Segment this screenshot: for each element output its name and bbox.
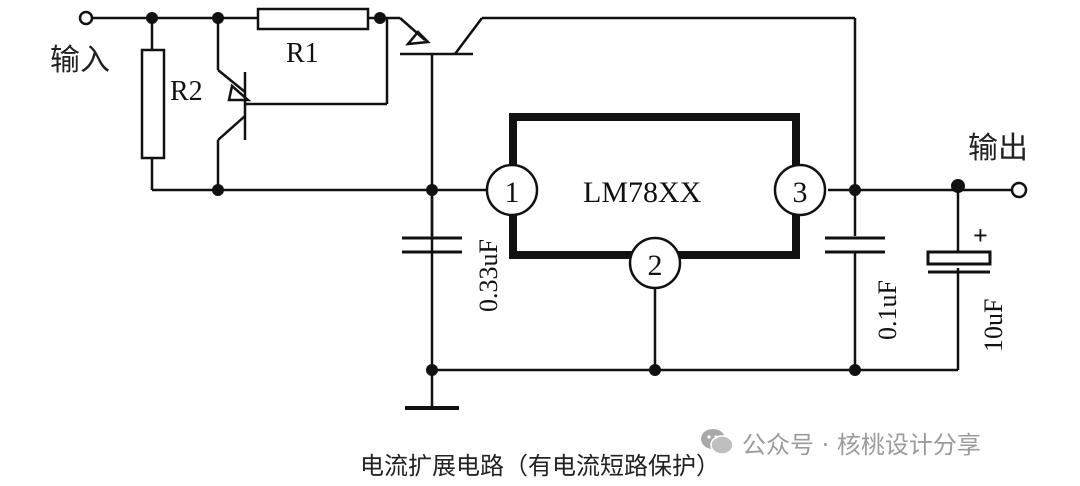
pin-1-circle (485, 163, 539, 217)
junction-dots (146, 12, 965, 376)
cap-in-value: 0.33uF (474, 239, 503, 312)
input-capacitor (402, 236, 462, 254)
pin-3-label: 3 (793, 176, 808, 209)
wires (93, 16, 1012, 408)
input-terminal (78, 10, 94, 26)
plus-label: + (973, 221, 988, 250)
input-label: 输入 (50, 43, 110, 78)
watermark: 公众号 · 核桃设计分享 (700, 424, 981, 460)
pin-2-label: 2 (648, 249, 663, 282)
watermark-text: 公众号 · 核桃设计分享 (742, 430, 981, 459)
resistor-r1 (256, 7, 370, 31)
transistor-2-arrow (405, 30, 431, 46)
wechat-icon (701, 429, 734, 455)
pin-1-label: 1 (505, 176, 520, 209)
caption: 电流扩展电路（有电流短路保护） (360, 452, 720, 480)
r1-label: R1 (286, 38, 319, 69)
cap-out2-value: 10uF (979, 299, 1008, 352)
resistor-r2 (140, 48, 166, 160)
pin-2-circle (628, 236, 682, 290)
ic-label: LM78XX (583, 176, 702, 209)
output-capacitor-electrolytic (926, 250, 992, 274)
r2-label: R2 (170, 76, 203, 107)
output-terminal (1010, 181, 1028, 199)
output-capacitor-small (825, 236, 885, 254)
pin-3-circle (773, 163, 827, 217)
transistor-1-arrow (227, 83, 252, 102)
cap-out1-value: 0.1uF (873, 280, 902, 340)
ic-lm78xx (509, 113, 800, 259)
output-label: 输出 (968, 131, 1028, 166)
